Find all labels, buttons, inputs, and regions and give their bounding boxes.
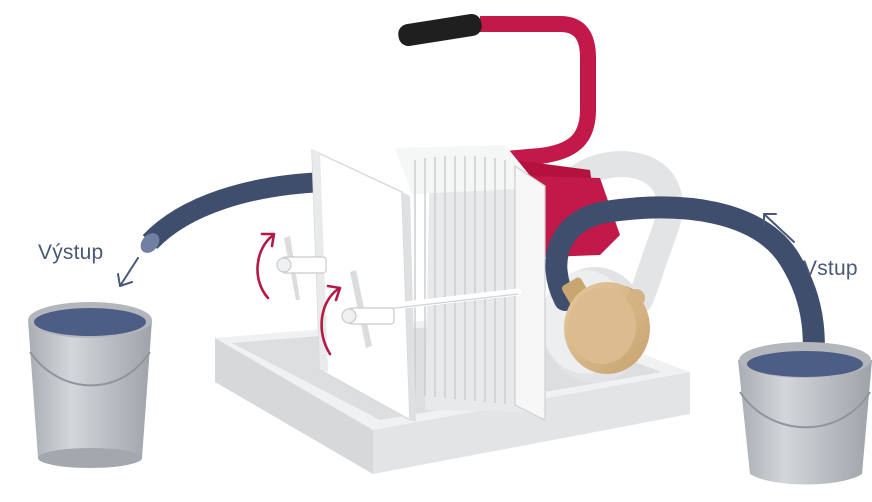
output-label: Výstup <box>38 241 103 265</box>
output-hose <box>150 182 325 242</box>
bucket-input <box>738 342 872 485</box>
input-label: Vstup <box>803 257 858 281</box>
handle-grip <box>397 13 483 48</box>
water-output <box>34 308 146 336</box>
water-input <box>747 351 863 377</box>
bucket-output <box>28 302 152 468</box>
output-flow-arrow-icon <box>118 258 138 286</box>
rotation-arrow-upper <box>257 236 272 298</box>
